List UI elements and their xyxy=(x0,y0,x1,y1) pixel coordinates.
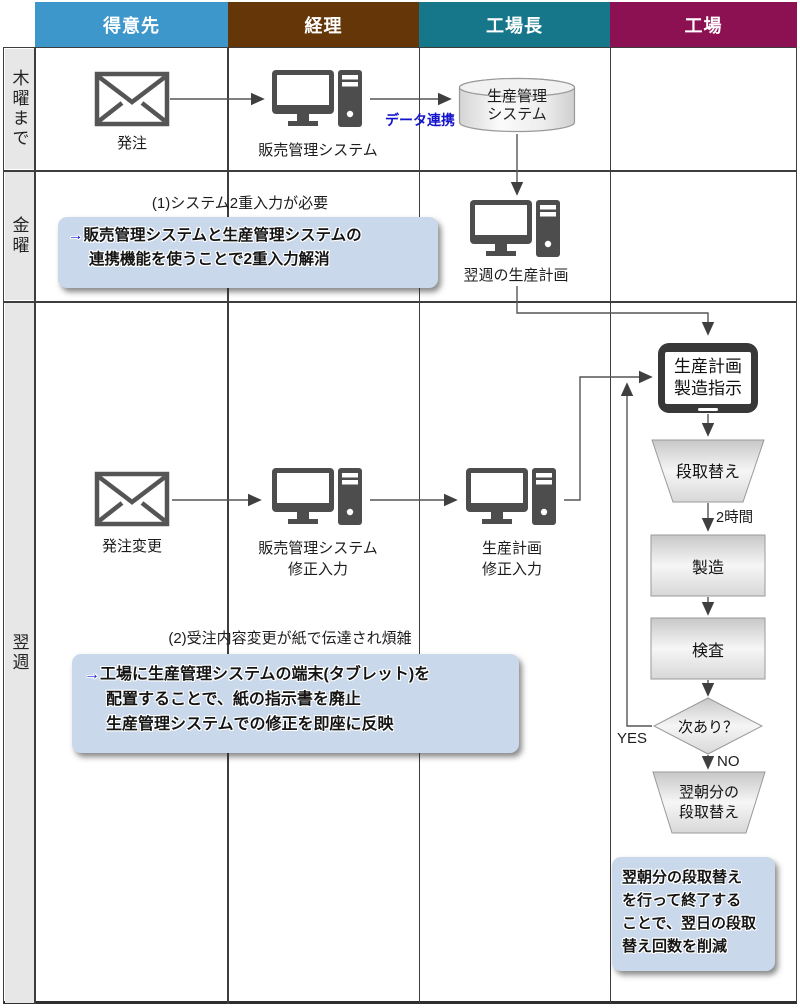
decision-label: 次あり？ xyxy=(677,718,738,736)
lane-header-customer-label: 得意先 xyxy=(103,15,160,36)
tablet-icon-production-order: 生産計画 製造指示 xyxy=(658,343,758,413)
row-label-friday: 金曜 xyxy=(4,171,34,300)
callout3-line4: 替え回数を削減 xyxy=(622,938,728,955)
lane-header-accounting: 経理 xyxy=(228,2,419,47)
callout2-line1-text: 工場に生産管理システムの端末(タブレット)を xyxy=(100,666,431,683)
issue1-note: (1)システム2重入力が必要 xyxy=(151,195,329,212)
grid-line-col2 xyxy=(418,47,420,1004)
setup-time-label: 2時間 xyxy=(716,510,754,526)
row-label-nextweek-text: 翌週 xyxy=(9,632,29,673)
grid-frame xyxy=(3,47,797,1004)
production-db-label-line1: 生産管理 xyxy=(486,88,547,105)
setup-label: 段取替え xyxy=(675,464,740,481)
next-morning-label-line2: 段取替え xyxy=(678,803,739,821)
callout1-line2: 連携機能を使うことで2重入力解消 xyxy=(89,251,330,268)
data-link-label: データ連携 xyxy=(385,112,455,128)
tablet-label-line2: 製造指示 xyxy=(674,379,742,398)
plan-fix-label-line2: 修正入力 xyxy=(481,561,542,578)
grid-line-row2 xyxy=(3,301,797,303)
tablet-screen: 生産計画 製造指示 xyxy=(665,352,751,404)
grid-line-col1 xyxy=(227,47,229,1004)
sales-fix-label: 販売管理システム 修正入力 xyxy=(251,538,385,580)
row-label-thursday-text: 木曜まで xyxy=(9,68,29,149)
row-label-thursday: 木曜まで xyxy=(4,48,34,169)
callout1-line1-text: 販売管理システムと生産管理システムの xyxy=(83,227,362,244)
callout2-line3: 生産管理システムでの修正を即座に反映 xyxy=(106,716,394,733)
callout3-line3: ことで、翌日の段取 xyxy=(622,915,756,932)
sales-fix-label-line2: 修正入力 xyxy=(287,561,348,578)
callout1-line1: →販売管理システムと生産管理システムの xyxy=(68,224,428,248)
sales-fix-label-line1: 販売管理システム xyxy=(258,540,378,557)
callout1-arrow: → xyxy=(68,227,84,244)
order-label: 発注 xyxy=(116,135,147,152)
callout2-arrow: → xyxy=(84,666,100,683)
row-label-friday-text: 金曜 xyxy=(9,215,29,256)
plan-fix-label-line1: 生産計画 xyxy=(481,540,542,557)
yes-label: YES xyxy=(617,730,648,747)
grid-line-col3 xyxy=(609,47,611,1004)
callout2-line2: 配置することで、紙の指示書を廃止 xyxy=(106,691,361,708)
callout-issue2-solution: →工場に生産管理システムの端末(タブレット)を 配置することで、紙の指示書を廃止… xyxy=(72,654,519,753)
lane-header-accounting-label: 経理 xyxy=(304,15,343,36)
no-label: NO xyxy=(717,753,740,770)
next-week-plan-label: 翌週の生産計画 xyxy=(463,267,569,284)
lane-header-factory-manager-label: 工場長 xyxy=(486,15,543,36)
grid-line-rowlabel xyxy=(34,47,36,1004)
callout3-line1: 翌朝分の段取替え xyxy=(622,869,743,886)
callout-issue1-solution: →販売管理システムと生産管理システムの 連携機能を使うことで2重入力解消 xyxy=(58,217,438,288)
next-morning-label-line1: 翌朝分の xyxy=(678,783,739,801)
tablet-label-line1: 生産計画 xyxy=(674,357,742,376)
tablet-homebar xyxy=(698,407,718,411)
callout-setup-benefit: 翌朝分の段取替え を行って終了する ことで、翌日の段取 替え回数を削減 xyxy=(612,857,775,971)
grid-line-row1 xyxy=(3,170,797,172)
inspection-label: 検査 xyxy=(691,642,724,660)
sales-system-label: 販売管理システム xyxy=(258,142,378,159)
manufacture-label: 製造 xyxy=(691,559,724,577)
callout3-line2: を行って終了する xyxy=(622,892,742,909)
next-morning-label: 翌朝分の 段取替え xyxy=(653,772,765,833)
lane-header-factory-label: 工場 xyxy=(684,15,723,36)
production-db-label: 生産管理 システム xyxy=(458,88,576,124)
callout2-line1: →工場に生産管理システムの端末(タブレット)を xyxy=(84,662,507,687)
order-change-label: 発注変更 xyxy=(101,538,162,555)
lane-header-customer: 得意先 xyxy=(35,2,228,47)
lane-header-factory: 工場 xyxy=(610,2,797,47)
row-label-nextweek: 翌週 xyxy=(4,302,34,1003)
issue2-note: (2)受注内容変更が紙で伝達され煩雑 xyxy=(168,630,412,647)
lane-header-factory-manager: 工場長 xyxy=(419,2,610,47)
production-db-label-line2: システム xyxy=(487,106,547,123)
plan-fix-label: 生産計画 修正入力 xyxy=(447,538,577,580)
